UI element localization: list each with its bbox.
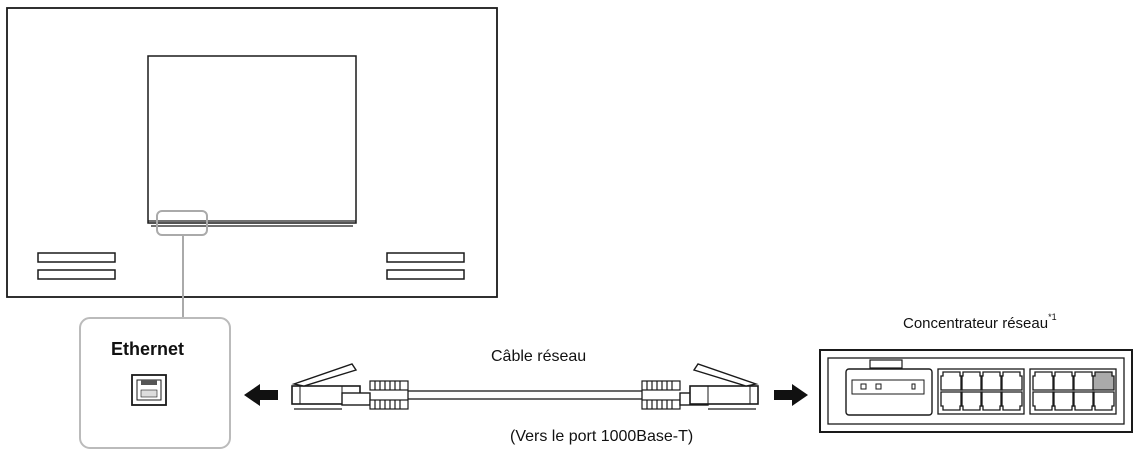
hub-port	[1072, 391, 1095, 411]
hub-port	[1052, 391, 1075, 411]
network-hub	[819, 349, 1133, 433]
port-label: (Vers le port 1000Base-T)	[510, 428, 694, 445]
hub-label-footnote: *1	[1048, 312, 1057, 322]
arrow-left-icon	[244, 384, 278, 406]
hub-label: Concentrateur réseau*1	[903, 312, 1057, 332]
hub-port	[1000, 371, 1023, 391]
monitor-rear	[6, 7, 498, 298]
hub-port-group	[937, 368, 1025, 415]
hub-port-highlighted	[1092, 371, 1115, 391]
vent-slot	[386, 252, 465, 263]
rj45-plug-right	[641, 363, 759, 410]
hub-label-text: Concentrateur réseau	[903, 315, 1049, 332]
cable-body	[407, 390, 643, 400]
rj45-plug-left	[291, 363, 409, 410]
vent-slot	[37, 252, 116, 263]
ethernet-label: Ethernet	[111, 339, 185, 359]
network-cable	[291, 363, 759, 410]
cable-label: Câble réseau	[491, 348, 587, 365]
vent-slot	[37, 269, 116, 280]
arrow-right-icon	[774, 384, 808, 406]
rear-panel	[147, 55, 357, 224]
ethernet-port-icon	[131, 374, 167, 406]
hub-port	[1092, 391, 1115, 411]
hub-port-group	[1029, 368, 1117, 415]
hub-port	[960, 391, 983, 411]
hub-port	[1000, 391, 1023, 411]
hub-port	[980, 391, 1003, 411]
hub-port	[940, 391, 963, 411]
ethernet-callout	[79, 317, 231, 449]
hub-port	[1032, 391, 1055, 411]
monitor-body	[6, 7, 498, 298]
vent-slot	[386, 269, 465, 280]
